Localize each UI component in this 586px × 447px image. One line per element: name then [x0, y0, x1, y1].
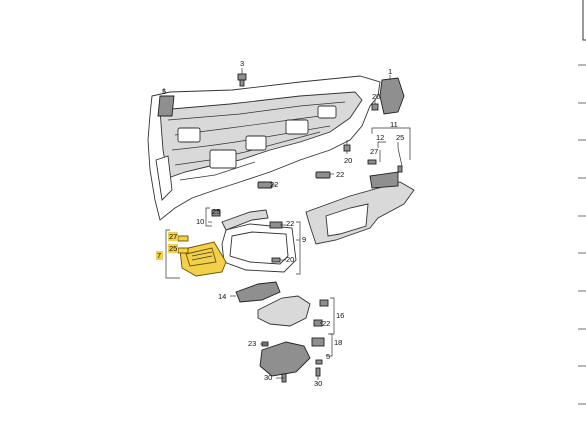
label-18: 18 — [334, 338, 342, 347]
label-20-a: 20 — [372, 92, 380, 101]
bracket-9 — [296, 221, 301, 275]
part-20-clip-c — [271, 257, 281, 263]
label-7: 7 — [157, 251, 161, 260]
bracket-16 — [330, 297, 335, 335]
label-27-b: 27 — [169, 232, 177, 241]
part-14-column-trim — [230, 281, 281, 303]
label-3: 3 — [240, 59, 244, 68]
label-22-d: 22 — [322, 319, 330, 328]
bracket-7 — [165, 229, 180, 279]
part-5-left-vent — [157, 88, 175, 117]
label-9: 9 — [302, 235, 306, 244]
part-1-right-vent — [379, 75, 405, 115]
leader-lines — [208, 221, 323, 380]
label-10: 10 — [196, 217, 204, 226]
part-20-clip-b — [343, 140, 351, 154]
label-7-bg — [156, 251, 163, 260]
label-1: 1 — [388, 67, 392, 76]
label-5: 5 — [162, 87, 166, 96]
label-16: 16 — [336, 311, 344, 320]
label-11: 11 — [390, 120, 398, 129]
label-20-c: 20 — [286, 255, 294, 264]
part-lower-shroud — [259, 337, 325, 377]
bracket-11-group — [371, 127, 411, 167]
label-30-a: 30 — [264, 373, 272, 382]
part-10-trim-strip — [211, 209, 269, 231]
frame-edge — [578, 0, 586, 405]
part-16-upper-shroud — [257, 295, 329, 327]
label-23: 23 — [248, 339, 256, 348]
label-14: 14 — [218, 292, 226, 301]
label-25-c: 25 — [169, 244, 177, 253]
part-22-clips — [257, 171, 334, 189]
label-25-c-bg — [168, 244, 178, 253]
label-5-b: 5 — [326, 352, 330, 361]
label-22-a: 22 — [336, 170, 344, 179]
part-20-clip-a — [371, 100, 379, 111]
label-12: 12 — [376, 133, 384, 142]
part-27-25-small — [367, 159, 403, 173]
label-22-c: 22 — [286, 219, 294, 228]
bracket-10 — [205, 207, 212, 227]
label-27-a: 27 — [370, 147, 378, 156]
part-3-clip — [237, 68, 247, 87]
callout-labels: 3 5 1 20 11 12 27 25 20 22 22 25 10 22 2… — [156, 59, 404, 388]
label-25-a: 25 — [396, 133, 404, 142]
part-9-cluster-housing — [221, 223, 297, 273]
part-7-highlighted-bezel — [177, 235, 227, 277]
label-27-b-bg — [168, 232, 178, 241]
label-22-b: 22 — [270, 180, 278, 189]
center-display-bezel — [305, 171, 415, 245]
bracket-18 — [326, 333, 333, 357]
dashboard-panel — [147, 75, 381, 221]
label-20-b: 20 — [344, 156, 352, 165]
label-25-b: 25 — [212, 207, 220, 216]
label-30-b: 30 — [314, 379, 322, 388]
